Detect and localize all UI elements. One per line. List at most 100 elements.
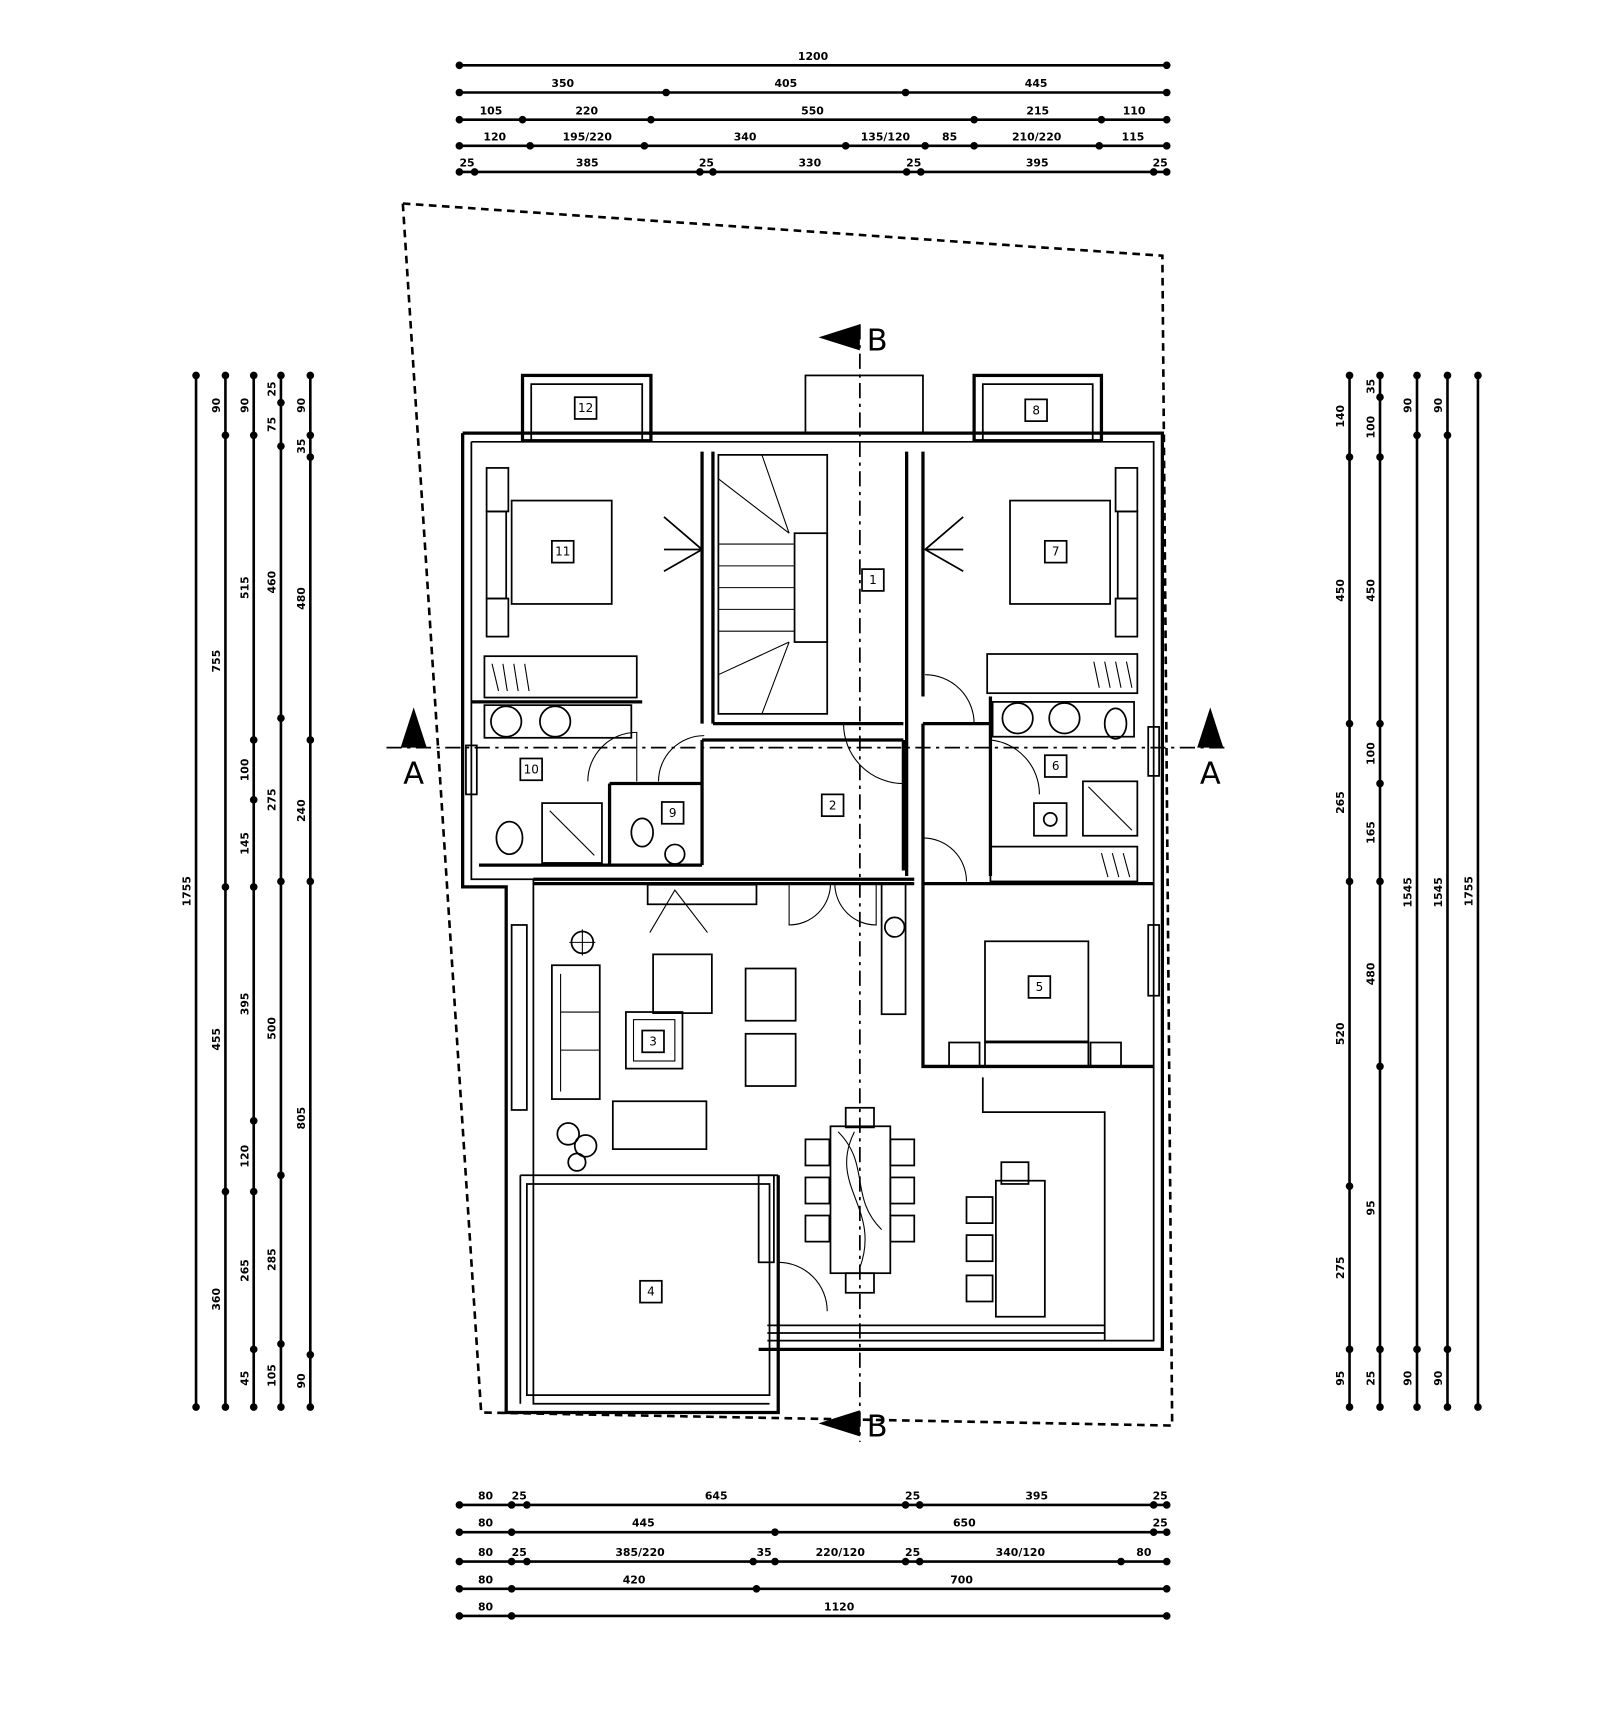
bathroom-right-fixtures	[989, 701, 1139, 883]
dimension-tick	[277, 714, 285, 723]
dimension-label: 120	[238, 1144, 251, 1167]
dimension-tick	[1474, 371, 1482, 380]
dimension-label: 25	[1365, 1371, 1378, 1386]
dimension-tick	[277, 877, 285, 886]
dimension-tick	[771, 1557, 779, 1566]
dimension-tick	[306, 1403, 315, 1411]
dimension-tick	[1345, 453, 1354, 461]
dimension-column-right: 1755	[1463, 371, 1482, 1411]
dimension-label: 95	[1334, 1371, 1347, 1386]
dimension-tick	[1376, 1345, 1384, 1354]
dimension-tick	[1162, 88, 1171, 97]
room-tag-box	[639, 1279, 663, 1304]
dimension-label: 480	[1365, 962, 1378, 985]
room-tag: 11	[551, 539, 575, 564]
dimension-label: 35	[757, 1546, 772, 1559]
dimension-tick	[1376, 393, 1384, 402]
dimension-label: 500	[265, 1017, 278, 1040]
section-arrow-icon	[1197, 707, 1224, 748]
dimension-tick	[647, 115, 655, 124]
dimension-label: 420	[623, 1573, 646, 1586]
dimension-tick	[249, 1187, 258, 1196]
dimension-label: 25	[905, 1546, 920, 1559]
dimension-tick	[507, 1501, 516, 1509]
dimension-label: 645	[705, 1490, 728, 1503]
room-tag: 10	[519, 757, 543, 782]
dimension-label: 100	[1365, 742, 1378, 765]
dimension-tick	[221, 1187, 230, 1196]
section-arrow-icon	[400, 707, 427, 748]
dimension-tick	[970, 142, 978, 150]
dimension-tick	[915, 1557, 924, 1566]
dimension-label: 90	[238, 397, 251, 413]
dimension-row-top: 1200	[455, 50, 1171, 70]
dimension-tick	[1376, 453, 1384, 461]
dimension-tick	[1413, 371, 1421, 380]
dimension-label: 220/120	[816, 1546, 866, 1559]
dimension-label: 385	[576, 156, 599, 169]
dimension-label: 445	[632, 1517, 655, 1530]
balcony-right	[972, 373, 1104, 443]
dimension-tick	[901, 88, 910, 97]
dimension-label: 75	[265, 417, 278, 432]
dimension-tick	[1376, 371, 1384, 380]
room-number: 4	[647, 1285, 655, 1299]
section-marker-a-left: A	[400, 707, 427, 792]
dimension-tick	[523, 1557, 531, 1566]
dimension-tick	[221, 431, 230, 440]
dimension-tick	[1162, 168, 1171, 176]
dimension-label: 210/220	[1012, 130, 1062, 143]
dimension-tick	[921, 142, 929, 150]
dimension-label: 700	[950, 1573, 973, 1586]
windows	[465, 726, 1160, 1334]
room-tag-box	[551, 539, 575, 564]
dimension-label: 80	[478, 1546, 494, 1559]
dimension-tick	[221, 371, 230, 380]
room-tag: 3	[641, 1029, 665, 1054]
room-tag-box	[1027, 975, 1052, 999]
dimension-tick	[1345, 1182, 1354, 1190]
dimension-label: 25	[1153, 156, 1168, 169]
bathroom-left-fixtures	[483, 704, 686, 865]
dimension-label: 805	[295, 1107, 308, 1130]
room-number: 8	[1032, 403, 1040, 417]
dimension-label: 1200	[798, 50, 829, 63]
dimension-tick	[221, 1403, 230, 1411]
dimension-tick	[1443, 1403, 1452, 1411]
room-tag-box	[820, 793, 845, 818]
dimension-tick	[1162, 142, 1171, 150]
dimension-tick	[455, 115, 464, 124]
dimension-tick	[507, 1528, 516, 1536]
dimension-tick	[507, 1584, 516, 1593]
dimension-label: 90	[210, 397, 223, 413]
dimension-label: 80	[478, 1517, 494, 1530]
dimension-tick	[1376, 1403, 1384, 1411]
dimension-tick	[249, 1345, 258, 1354]
dimension-label: 450	[1334, 579, 1347, 602]
dimension-label: 285	[265, 1248, 278, 1271]
dimension-tick	[902, 168, 911, 176]
dimension-label: 90	[295, 1373, 308, 1389]
dimension-label: 165	[1365, 821, 1378, 844]
dimension-tick	[1413, 1345, 1421, 1354]
dimension-tick	[455, 1557, 464, 1566]
dimension-tick	[1149, 1528, 1158, 1536]
dimension-label: 25	[512, 1490, 527, 1503]
dining-table	[804, 1106, 916, 1294]
dimension-label: 445	[1025, 77, 1048, 90]
dimension-label: 25	[905, 1490, 920, 1503]
dimension-tick	[1443, 371, 1452, 380]
dimension-tick	[1413, 1403, 1421, 1411]
dimension-tick	[277, 1171, 285, 1180]
bed-room-5	[880, 882, 1122, 1068]
dimension-tick	[1097, 115, 1106, 124]
